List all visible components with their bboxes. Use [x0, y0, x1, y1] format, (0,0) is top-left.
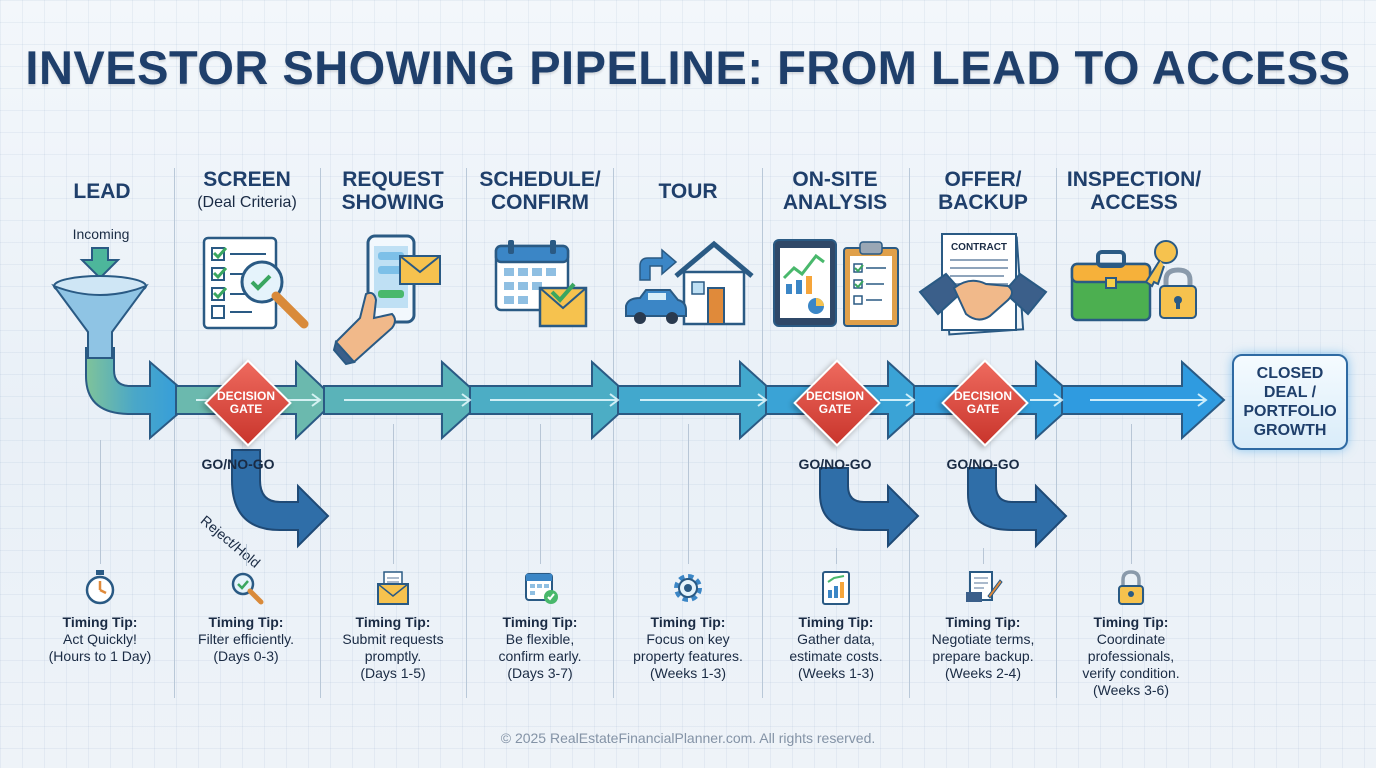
tip-connector — [540, 424, 541, 564]
magnifier-icon — [229, 570, 265, 606]
reject-arrow-3 — [967, 467, 1068, 549]
column-divider — [174, 168, 175, 698]
contract-pen-icon — [964, 570, 1003, 606]
timing-tip-on-site-analysis: Timing Tip:Gather data,estimate costs.(W… — [789, 614, 883, 681]
tip-connector — [100, 440, 101, 564]
incoming-label: Incoming — [72, 226, 130, 242]
stage-title-tour: TOUR — [658, 180, 718, 203]
stage-title-offer-backup: OFFER/BACKUP — [938, 168, 1028, 214]
envelope-icon — [376, 570, 410, 606]
stage-title-schedule-confirm: SCHEDULE/CONFIRM — [479, 168, 601, 214]
timing-tip-offer-backup: Timing Tip:Negotiate terms,prepare backu… — [931, 614, 1035, 681]
reject-arrow-2 — [819, 467, 920, 549]
tablet-clipboard-icon — [772, 238, 902, 330]
copyright-footer: © 2025 RealEstateFinancialPlanner.com. A… — [500, 730, 876, 746]
page-title: INVESTOR SHOWING PIPELINE: FROM LEAD TO … — [25, 41, 1351, 94]
funnel-icon — [51, 247, 149, 359]
tip-connector — [1131, 424, 1132, 564]
column-divider — [1056, 168, 1057, 698]
column-divider — [320, 168, 321, 698]
tip-connector — [983, 548, 984, 564]
timing-tip-lead: Timing Tip:Act Quickly!(Hours to 1 Day) — [48, 614, 152, 664]
contract-label: CONTRACT — [951, 242, 1007, 253]
calendar-envelope-icon — [494, 240, 590, 330]
stage-subtitle-screen: (Deal Criteria) — [197, 194, 297, 211]
reject-arrow-1 — [231, 449, 330, 549]
checklist-magnifier-icon — [202, 236, 312, 332]
phone-message-icon — [332, 234, 444, 366]
tip-connector — [246, 544, 247, 566]
contract-handshake-icon: CONTRACT — [918, 230, 1048, 338]
padlock-icon — [1116, 570, 1146, 606]
tip-connector — [393, 424, 394, 564]
column-divider — [466, 168, 467, 698]
tip-connector — [836, 548, 837, 564]
stopwatch-icon — [84, 570, 116, 606]
column-divider — [909, 168, 910, 698]
go-no-go-label: GO/NO-GO — [946, 456, 1020, 472]
stage-title-inspection-access: INSPECTION/ACCESS — [1066, 168, 1202, 214]
timing-tip-screen: Timing Tip:Filter efficiently.(Days 0-3) — [198, 614, 294, 664]
timing-tip-schedule-confirm: Timing Tip:Be flexible,confirm early.(Da… — [498, 614, 582, 681]
gear-icon — [670, 570, 706, 606]
column-divider — [613, 168, 614, 698]
go-no-go-label: GO/NO-GO — [798, 456, 872, 472]
tip-connector — [688, 424, 689, 564]
column-divider — [762, 168, 763, 698]
stage-title-screen: SCREEN (Deal Criteria) — [173, 168, 321, 214]
go-no-go-label: GO/NO-GO — [201, 456, 275, 472]
chart-report-icon — [820, 570, 852, 606]
car-house-icon — [622, 240, 756, 330]
toolbox-key-lock-icon — [1068, 238, 1198, 324]
stage-title-lead: LEAD — [73, 180, 131, 203]
calendar-check-icon — [524, 570, 560, 606]
